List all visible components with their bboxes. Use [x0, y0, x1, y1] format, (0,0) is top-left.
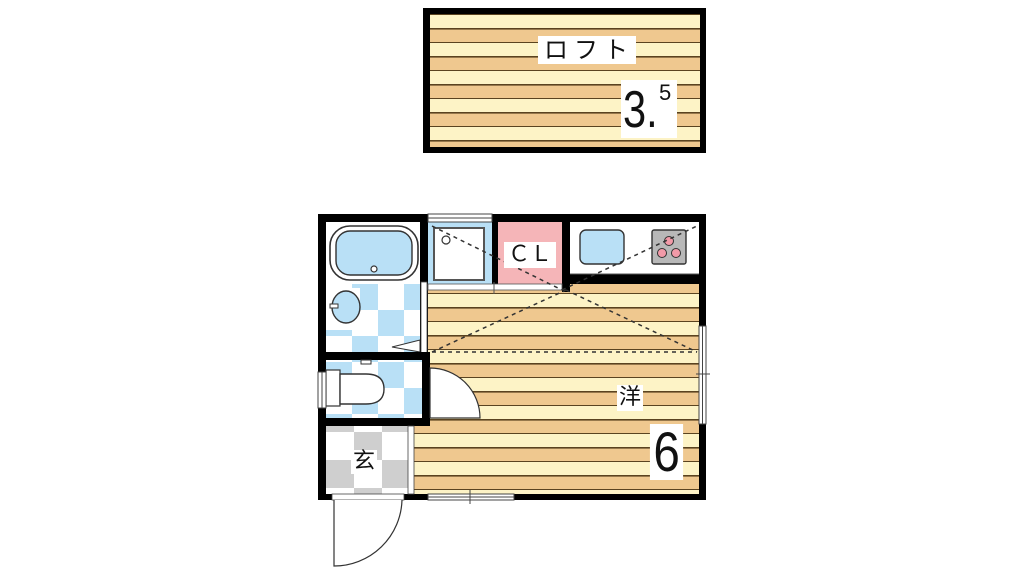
entrance-door-swing	[333, 499, 403, 567]
loft-size-sup: 5	[659, 80, 672, 105]
stove-icon	[651, 229, 687, 265]
loft-outline	[431, 225, 698, 353]
kitchen-sink-icon	[579, 229, 625, 265]
closet-label: ＣＬ	[504, 242, 557, 268]
washbasin-icon	[326, 288, 361, 330]
entrance-label: 玄	[351, 449, 378, 474]
loft-size-main: 3.	[623, 81, 658, 139]
western-room-size: 6	[649, 424, 684, 480]
main-unit	[317, 213, 710, 567]
loft-size: 3. 5	[621, 80, 677, 138]
loft-label: ロフト	[538, 36, 636, 64]
bathtub-icon	[329, 225, 419, 281]
toilet-icon	[325, 359, 385, 407]
western-room-label: 洋	[617, 385, 644, 411]
